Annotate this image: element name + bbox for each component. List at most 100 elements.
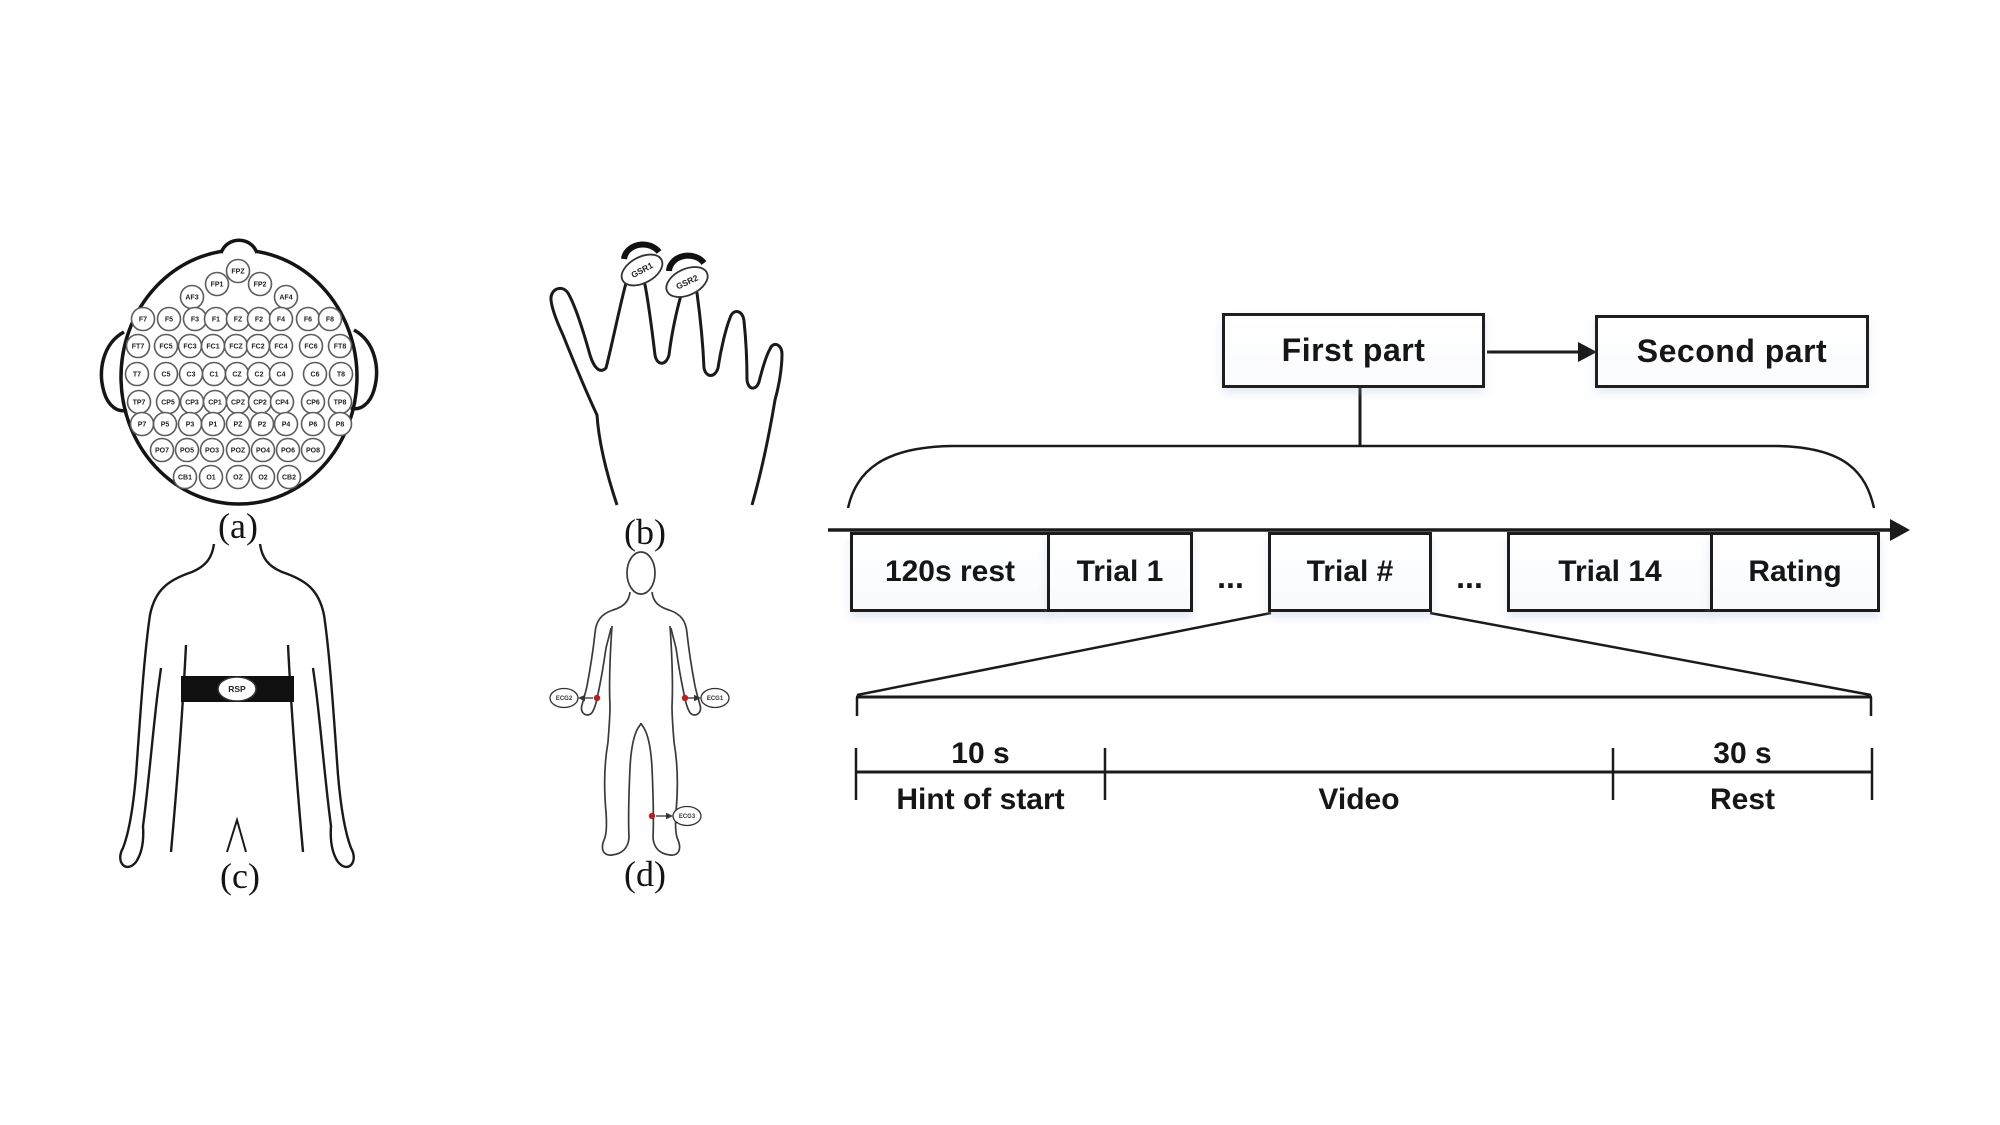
electrode-p1: [200, 411, 226, 437]
electrode-label-cz: CZ: [232, 372, 242, 379]
electrode-label-t8: T8: [337, 372, 345, 379]
electrode-label-p6: P6: [309, 422, 318, 429]
electrode-po6: [275, 437, 301, 463]
electrode-fc6: [298, 333, 324, 359]
body-head: [626, 551, 656, 595]
electrode-label-f2: F2: [255, 317, 263, 324]
electrode-label-t7: T7: [133, 372, 141, 379]
electrode-p8: [327, 411, 353, 437]
electrode-label-p3: P3: [186, 422, 195, 429]
electrode-label-po3: PO3: [205, 448, 219, 455]
electrode-label-p4: P4: [282, 422, 291, 429]
electrode-label-fp1: FP1: [211, 282, 224, 289]
body-right-arm: [651, 591, 702, 716]
electrode-p2: [249, 411, 275, 437]
gsr2-strap: [666, 252, 707, 272]
body-torso-legs: [601, 625, 681, 856]
ecg1-sensor: [700, 687, 730, 709]
electrode-poz: [225, 437, 251, 463]
electrode-label-oz: OZ: [233, 475, 243, 482]
ecg3-sensor: [672, 805, 702, 827]
electrode-label-pz: PZ: [234, 422, 244, 429]
gsr-hand-figure: GSR1 GSR2: [549, 241, 784, 506]
electrode-label-c1: C1: [210, 372, 219, 379]
gsr1-strap: [621, 241, 662, 260]
electrode-label-ft8: FT8: [334, 344, 347, 351]
electrode-label-fc6: FC6: [304, 344, 317, 351]
electrode-label-o2: O2: [258, 475, 267, 482]
torso-crotch-mark: [226, 816, 247, 853]
panel-d-caption: (d): [624, 854, 666, 894]
electrode-label-f6: F6: [304, 317, 312, 324]
rsp-label: RSP: [228, 684, 246, 694]
panel-a-caption: (a): [218, 506, 258, 546]
expand-right-diagonal: [1429, 611, 1872, 697]
electrode-label-cp3: CP3: [185, 400, 199, 407]
timeline-box-trial-: Trial #: [1268, 532, 1432, 612]
electrode-label-fc1: FC1: [206, 344, 219, 351]
ecg2-label: ECG2: [556, 696, 573, 702]
electrode-t8: [328, 361, 354, 387]
electrode-label-poz: POZ: [231, 448, 246, 455]
ecg3-pointer-arrow: [666, 812, 673, 820]
torso-left-side: [169, 644, 188, 853]
electrode-oz: [225, 464, 251, 490]
ecg1-marker: [681, 694, 689, 702]
session-axis-arrowhead: [1890, 519, 1910, 541]
electrode-label-af3: AF3: [185, 295, 198, 302]
electrode-label-c5: C5: [162, 372, 171, 379]
electrode-p5: [152, 411, 178, 437]
electrode-label-cp6: CP6: [306, 400, 320, 407]
electrode-label-cpz: CPZ: [231, 400, 246, 407]
electrode-p6: [300, 411, 326, 437]
electrode-label-f7: F7: [139, 317, 147, 324]
electrode-label-f5: F5: [165, 317, 173, 324]
electrode-fc4: [268, 333, 294, 359]
protocol-lines: [828, 342, 1910, 800]
electrode-label-po6: PO6: [281, 448, 295, 455]
electrode-label-p8: P8: [336, 422, 345, 429]
parts-arrow-head: [1578, 342, 1597, 362]
electrode-label-fpz: FPZ: [231, 269, 245, 276]
session-brace: [846, 444, 1876, 509]
gsr2-sensor: [665, 266, 709, 298]
electrode-f5: [156, 306, 182, 332]
electrode-label-po8: PO8: [306, 448, 320, 455]
torso-right-side: [286, 644, 305, 853]
ecg3-marker: [648, 812, 656, 820]
ecg-body-figure: ECG2 ECG1 ECG3: [549, 551, 730, 856]
ecg2-marker: [593, 694, 601, 702]
right-ear: [350, 328, 379, 411]
electrode-label-fc5: FC5: [159, 344, 172, 351]
electrode-ft8: [327, 333, 353, 359]
electrode-label-af4: AF4: [279, 295, 292, 302]
electrode-label-cp1: CP1: [208, 400, 222, 407]
electrode-label-f4: F4: [277, 317, 285, 324]
electrode-fpz: [225, 258, 251, 284]
first-part-box: First part: [1222, 313, 1485, 388]
electrode-pz: [225, 411, 251, 437]
segment-hint-duration: 10 s: [951, 737, 1010, 770]
electrode-ft7: [125, 333, 151, 359]
electrode-label-p2: P2: [258, 422, 267, 429]
electrode-c4: [268, 361, 294, 387]
electrode-cb2: [276, 464, 302, 490]
ecg2-pointer-arrow: [578, 694, 585, 702]
panel-c-caption: (c): [220, 856, 260, 896]
electrode-po7: [149, 437, 175, 463]
timeline-box-rating: Rating: [1710, 532, 1880, 612]
electrode-label-fc4: FC4: [274, 344, 287, 351]
electrode-fp1: [204, 271, 230, 297]
nose-bump: [219, 238, 259, 254]
electrode-label-p7: P7: [138, 422, 147, 429]
timeline-box-trial-1: Trial 1: [1047, 532, 1193, 612]
gsr1-sensor: [620, 253, 664, 287]
electrode-cb1: [172, 464, 198, 490]
electrode-label-po7: PO7: [155, 448, 169, 455]
timeline-box-trial-14: Trial 14: [1507, 532, 1713, 612]
electrode-c5: [153, 361, 179, 387]
electrode-po4: [250, 437, 276, 463]
electrode-po8: [300, 437, 326, 463]
